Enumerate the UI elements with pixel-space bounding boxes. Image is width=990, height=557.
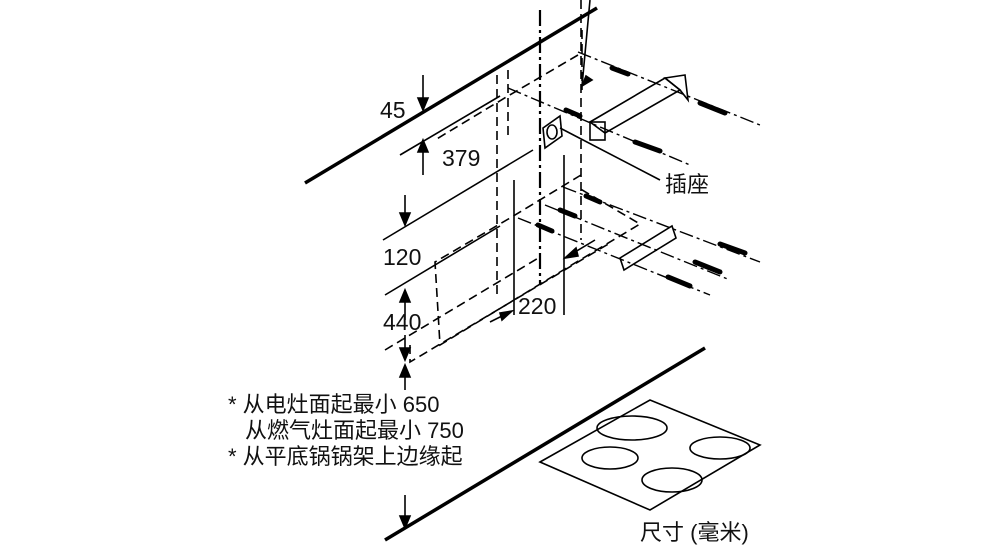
dimension-440: 440 — [383, 309, 421, 335]
socket-leader-line — [559, 127, 661, 181]
screw-icons — [535, 65, 748, 289]
socket-label: 插座 — [665, 172, 709, 197]
dimension-45: 45 — [380, 97, 406, 123]
socket-hole — [546, 124, 558, 140]
dimension-220: 220 — [518, 293, 556, 319]
note-line-1: * 从电灶面起最小 650 — [228, 392, 440, 417]
dimension-379: 379 — [442, 145, 480, 171]
cooktop — [538, 399, 762, 511]
burner-icon — [596, 415, 668, 441]
wall-bracket — [663, 74, 690, 103]
reference-line — [399, 95, 501, 156]
lower-bracket — [619, 224, 677, 272]
units-label: 尺寸 (毫米) — [640, 520, 749, 545]
wall-bracket-tab — [589, 121, 606, 141]
template-outline — [409, 242, 611, 364]
reference-line — [382, 149, 534, 241]
dimension-arrows — [398, 0, 596, 531]
screw-axis — [507, 87, 691, 166]
ceiling-edge-line — [304, 6, 598, 185]
wall-bracket — [588, 77, 682, 134]
note-line-2: 从燃气灶面起最小 750 — [245, 418, 464, 443]
cooktop-edge-line — [384, 346, 706, 542]
burner-icon — [689, 436, 751, 460]
template-outline — [434, 174, 642, 347]
template-outline — [384, 256, 541, 351]
socket-icon — [542, 114, 563, 150]
dimension-120: 120 — [383, 244, 421, 270]
burner-icon — [581, 446, 639, 470]
burner-icon — [641, 467, 703, 493]
note-line-3: * 从平底锅锅架上边缘起 — [228, 444, 463, 469]
screw-axis — [577, 51, 761, 126]
reference-line — [384, 225, 501, 296]
